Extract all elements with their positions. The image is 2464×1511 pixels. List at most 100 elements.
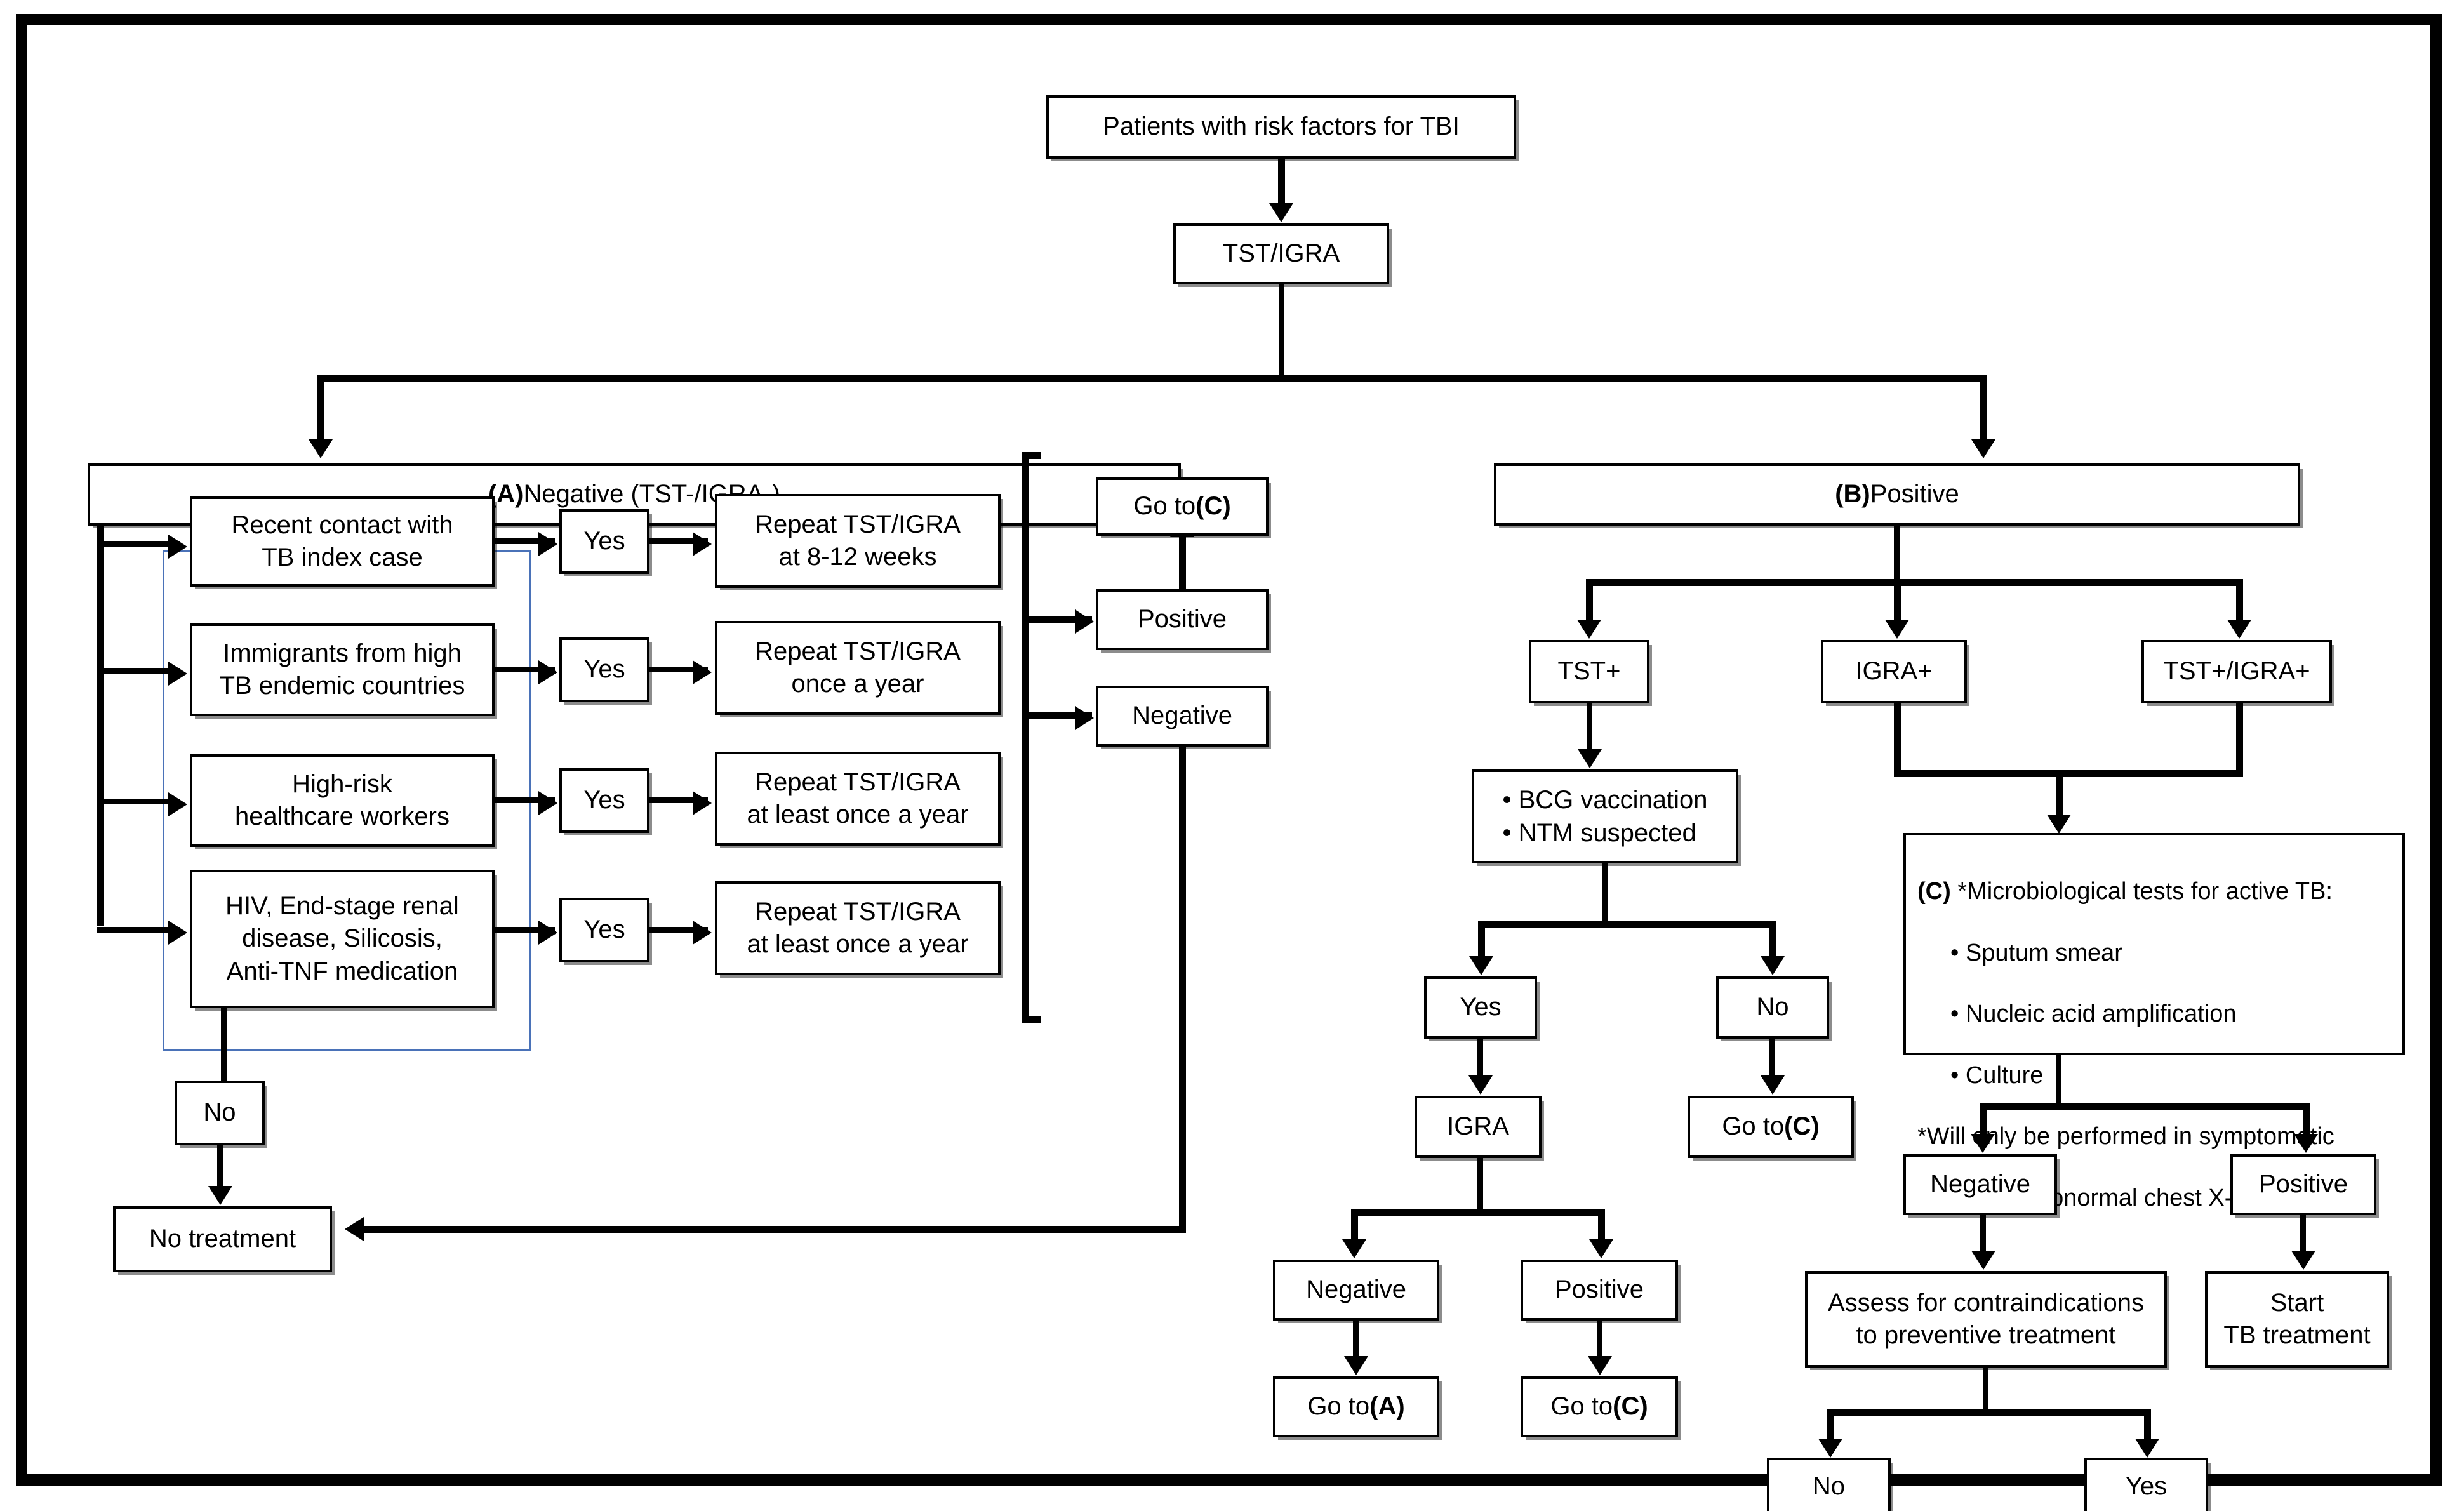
connector-assess-split-right: [2144, 1409, 2151, 1444]
goto-c-from-no-bold: (C): [1784, 1112, 1820, 1141]
c-label-bold: (C): [1917, 878, 1951, 905]
node-yes-3[interactable]: Yes: [559, 768, 649, 833]
node-start[interactable]: Patients with risk factors for TBI: [1046, 95, 1516, 159]
arrowhead-action-1: [693, 532, 712, 556]
connector-spine-to-risk-4: [97, 927, 180, 933]
branch-b-label-bold: (B): [1835, 480, 1870, 509]
node-assess-yes[interactable]: Yes: [2084, 1458, 2208, 1511]
connector-spine-to-risk-3: [97, 799, 180, 804]
node-tst-no[interactable]: No: [1716, 976, 1829, 1039]
goto-a-bold: (A): [1369, 1392, 1405, 1421]
node-repeat-action-2[interactable]: Repeat TST/IGRA once a year: [715, 621, 1001, 715]
node-tst-plus[interactable]: TST+: [1529, 640, 1649, 703]
connector-igra-split-left: [1351, 1209, 1358, 1244]
connector-b-split-right: [2236, 579, 2243, 625]
node-a-no[interactable]: No: [175, 1081, 265, 1145]
node-risk-factor-1[interactable]: Recent contact with TB index case: [190, 496, 495, 587]
node-c-negative[interactable]: Negative: [1903, 1154, 2057, 1215]
connector-branch-a-spine: [97, 526, 104, 926]
node-a-positive[interactable]: Positive: [1096, 589, 1269, 650]
node-assess-contraindications[interactable]: Assess for contraindications to preventi…: [1805, 1271, 2167, 1368]
arrowhead-risk-2: [168, 662, 187, 686]
arrowhead-no-treatment: [208, 1186, 232, 1205]
node-risk-factor-2[interactable]: Immigrants from high TB endemic countrie…: [190, 623, 495, 716]
connector-collector-vertical: [1022, 452, 1029, 1023]
connector-igra-split-bar: [1351, 1209, 1605, 1216]
node-goto-a[interactable]: Go to (A): [1273, 1376, 1439, 1437]
node-risk-factor-3[interactable]: High-risk healthcare workers: [190, 754, 495, 847]
connector-merge-bar-c: [1894, 770, 2243, 777]
connector-tstplus-down: [1587, 703, 1592, 754]
connector-b-down: [1894, 526, 1900, 584]
connector-assess-down: [1983, 1368, 1988, 1414]
arrowhead-b-igra: [1885, 620, 1909, 639]
connector-igra-down: [1477, 1158, 1483, 1214]
connector-tstno-to-gotoc: [1769, 1039, 1775, 1081]
arrowhead-to-branch-a: [309, 439, 333, 458]
connector-split-left-down: [317, 375, 324, 444]
connector-c-down: [2056, 1055, 2061, 1108]
node-repeat-action-1[interactable]: Repeat TST/IGRA at 8-12 weeks: [715, 494, 1001, 588]
c-heading-line: (C) *Microbiological tests for active TB…: [1917, 876, 2391, 907]
connector-start-to-test: [1278, 159, 1285, 208]
connector-spine-to-risk-2: [97, 668, 180, 674]
connector-assess-split-bar: [1827, 1409, 2151, 1416]
node-repeat-action-4[interactable]: Repeat TST/IGRA at least once a year: [715, 881, 1001, 975]
node-igra[interactable]: IGRA: [1415, 1096, 1542, 1158]
arrowhead-yes-4: [538, 921, 557, 945]
connector-test-down: [1279, 284, 1284, 378]
connector-tstyes-to-igra: [1477, 1039, 1483, 1081]
node-repeat-action-3[interactable]: Repeat TST/IGRA at least once a year: [715, 752, 1001, 846]
connector-igrapos-to-gotoc: [1597, 1321, 1602, 1361]
node-yes-2[interactable]: Yes: [559, 637, 649, 702]
arrowhead-goto-a: [1344, 1356, 1368, 1375]
connector-tstigraplus-down: [2236, 703, 2243, 777]
node-tst-yes[interactable]: Yes: [1424, 976, 1537, 1039]
node-tst-igra-plus[interactable]: TST+/IGRA+: [2141, 640, 2332, 703]
node-risk-factor-4[interactable]: HIV, End-stage renal disease, Silicosis,…: [190, 870, 495, 1008]
connector-collector-to-positive: [1022, 616, 1092, 623]
node-goto-c-top[interactable]: Go to (C): [1096, 477, 1269, 536]
connector-yesno-bar: [1478, 921, 1776, 928]
node-start-tb-treatment[interactable]: Start TB treatment: [2205, 1271, 2389, 1368]
connector-c-split-left: [1980, 1103, 1987, 1139]
arrowhead-to-branch-b: [1971, 439, 1995, 458]
node-igra-positive[interactable]: Positive: [1521, 1260, 1678, 1321]
connector-yesno-left: [1478, 921, 1485, 961]
branch-b-header[interactable]: (B) Positive: [1494, 463, 2300, 526]
node-a-negative[interactable]: Negative: [1096, 686, 1269, 747]
arrowhead-action-3: [693, 791, 712, 815]
node-c-positive[interactable]: Positive: [2230, 1154, 2376, 1215]
c-item-1: • Sputum smear: [1950, 939, 2122, 966]
connector-b-split-mid: [1894, 579, 1901, 625]
node-yes-4[interactable]: Yes: [559, 898, 649, 962]
diagram-frame: Patients with risk factors for TBI TST/I…: [16, 14, 2442, 1511]
connector-collector-to-negative: [1022, 712, 1092, 719]
node-bcg-ntm[interactable]: • BCG vaccination • NTM suspected: [1472, 769, 1738, 863]
connector-group-to-no: [221, 1008, 227, 1082]
node-c-microbiological-tests[interactable]: (C) *Microbiological tests for active TB…: [1903, 833, 2405, 1211]
node-yes-1[interactable]: Yes: [559, 509, 649, 574]
connector-a-negative-left: [364, 1226, 1186, 1233]
arrowhead-start-tb-treatment: [2291, 1251, 2315, 1270]
node-igra-plus[interactable]: IGRA+: [1821, 640, 1967, 703]
connector-yes3-to-action3: [649, 797, 708, 803]
goto-c-top-text: Go to: [1133, 492, 1196, 521]
node-igra-negative[interactable]: Negative: [1273, 1260, 1439, 1321]
arrowhead-goto-c-from-pos: [1588, 1356, 1612, 1375]
node-goto-c-from-positive[interactable]: Go to (C): [1521, 1376, 1678, 1437]
arrowhead-action-4: [693, 921, 712, 945]
arrowhead-assess-no: [1818, 1439, 1842, 1458]
connector-a-negative-down: [1179, 747, 1186, 1233]
node-goto-c-from-no[interactable]: Go to (C): [1688, 1096, 1854, 1158]
connector-split-right-down: [1980, 375, 1987, 444]
goto-c-from-no-text: Go to: [1722, 1112, 1785, 1141]
arrowhead-into-no-treatment: [345, 1217, 364, 1241]
connector-risk4-to-yes4: [495, 927, 555, 933]
node-no-treatment[interactable]: No treatment: [113, 1206, 332, 1272]
node-tst-igra[interactable]: TST/IGRA: [1173, 223, 1389, 284]
connector-igraneg-to-gotoa: [1353, 1321, 1359, 1361]
arrowhead-gotoc-from-no: [1761, 1075, 1785, 1095]
node-assess-no[interactable]: No: [1767, 1458, 1891, 1511]
